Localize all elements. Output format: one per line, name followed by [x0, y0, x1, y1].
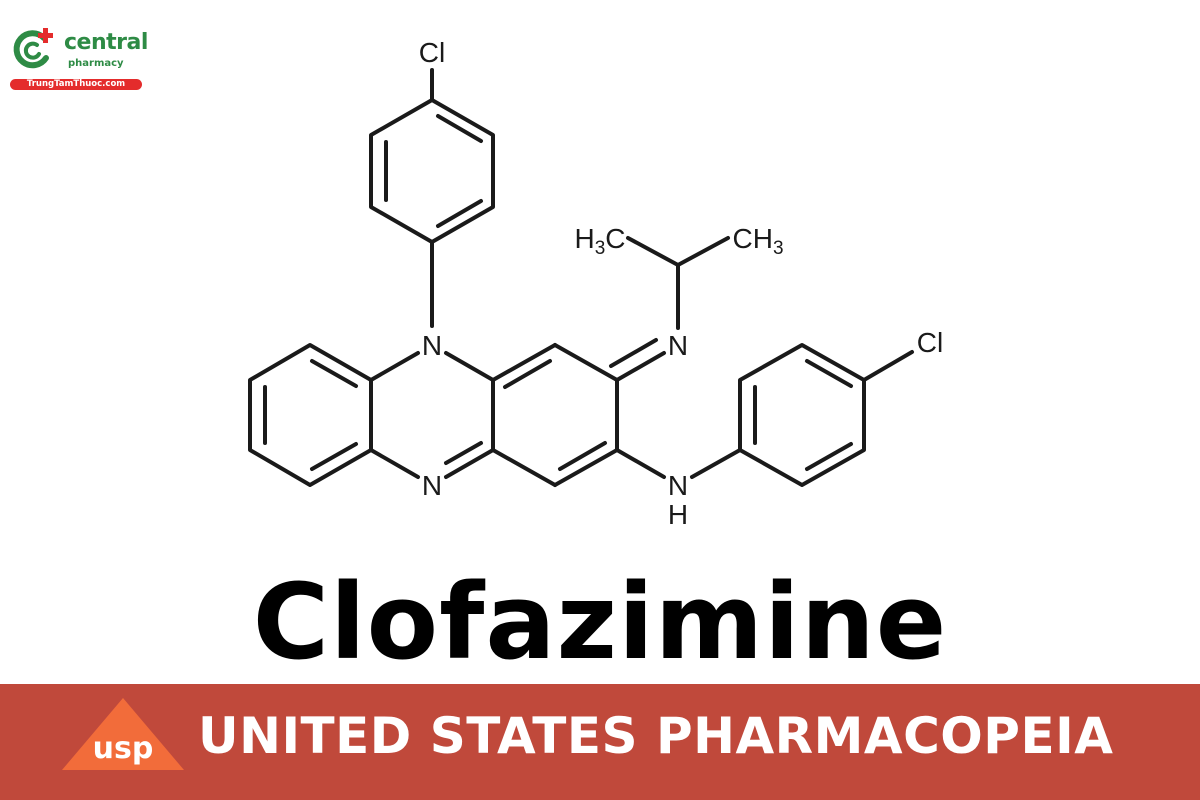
atom-ch3: CH3 [732, 223, 783, 259]
brand-subtitle: pharmacy [68, 58, 124, 69]
atom-nh-n: N [668, 470, 688, 501]
usp-logo-text: usp [93, 731, 154, 766]
clofazimine-structure-diagram: Cl N N N H3C CH3 N H Cl [248, 37, 943, 530]
atom-n-imine: N [668, 330, 688, 361]
atom-h3c: H3C [574, 223, 625, 259]
usp-banner: usp UNITED STATES PHARMACOPEIA [0, 684, 1200, 800]
atom-nh-h: H [668, 499, 688, 530]
central-pharmacy-logo: central pharmacy TrungTamThuoc.com [8, 22, 148, 94]
compound-title: Clofazimine [252, 561, 948, 683]
atom-n-ring-top: N [422, 330, 442, 361]
banner-title: UNITED STATES PHARMACOPEIA [198, 707, 1114, 765]
atom-n-ring-bottom: N [422, 470, 442, 501]
pharmacy-cross-icon [13, 28, 53, 69]
brand-name: central [64, 30, 148, 55]
atom-cl-top: Cl [419, 37, 445, 68]
usp-logo-icon: usp [62, 698, 184, 770]
brand-url-badge: TrungTamThuoc.com [10, 79, 142, 90]
atom-cl-right: Cl [917, 327, 943, 358]
